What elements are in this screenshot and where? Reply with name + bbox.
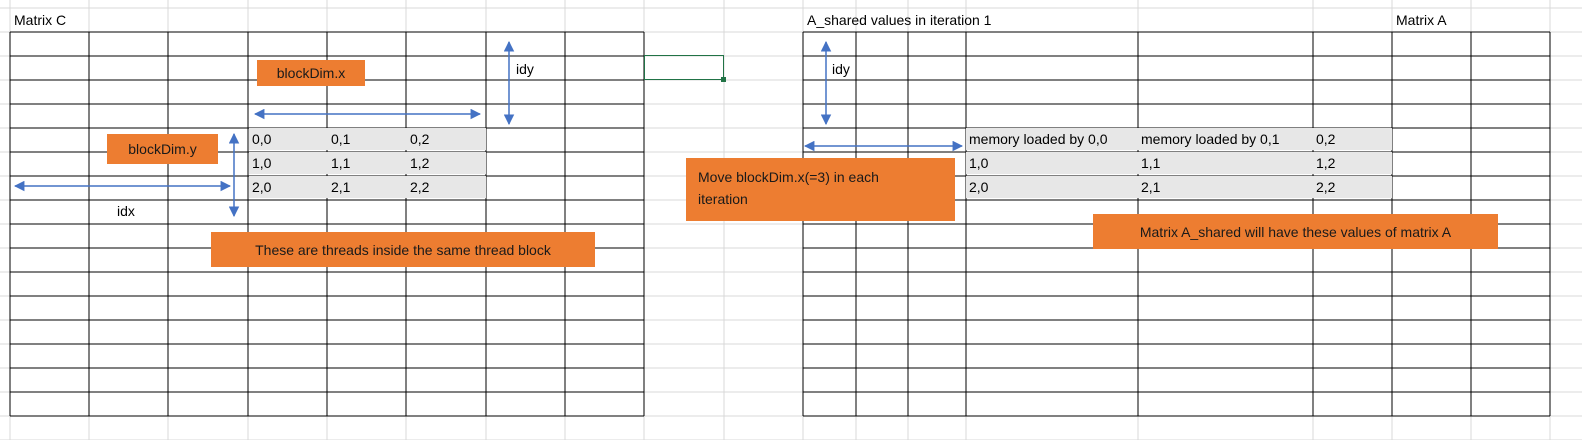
thread-cell[interactable]: 2,0 [249, 176, 328, 198]
callout-move-line-2: iteration [698, 191, 748, 207]
matrix-c-title: Matrix C [14, 12, 67, 28]
thread-cell[interactable]: 2,2 [407, 176, 486, 198]
shared-memory-cell[interactable]: memory loaded by 0,0 [966, 128, 1138, 150]
thread-cell[interactable]: 2,1 [328, 176, 407, 198]
callout-blockdim-x: blockDim.x [257, 60, 365, 86]
thread-cell[interactable]: 1,1 [328, 152, 407, 174]
shared-memory-cell[interactable]: 2,1 [1138, 176, 1313, 198]
shared-memory-cell[interactable]: 2,2 [1313, 176, 1392, 198]
arrows [13, 40, 964, 218]
callout-threads: These are threads inside the same thread… [211, 232, 595, 267]
shared-memory-cell[interactable]: 1,0 [966, 152, 1138, 174]
thread-cell[interactable]: 0,2 [407, 128, 486, 150]
idy-label-left: idy [516, 61, 534, 77]
idy-label-right: idy [832, 61, 850, 77]
callout-move-iteration: Move blockDim.x(=3) in each iteration [686, 158, 955, 221]
a-shared-title: A_shared values in iteration 1 [807, 12, 992, 28]
shared-memory-cell[interactable]: 1,1 [1138, 152, 1313, 174]
shared-memory-cell[interactable]: memory loaded by 0,1 [1138, 128, 1313, 150]
thread-cell[interactable]: 1,0 [249, 152, 328, 174]
idx-label: idx [117, 203, 135, 219]
thread-cell[interactable]: 0,0 [249, 128, 328, 150]
shared-memory-cell[interactable]: 2,0 [966, 176, 1138, 198]
callout-blockdim-y: blockDim.y [107, 134, 218, 164]
thread-cell[interactable]: 0,1 [328, 128, 407, 150]
callout-shared-values: Matrix A_shared will have these values o… [1093, 214, 1498, 249]
shared-memory-cell[interactable]: 1,2 [1313, 152, 1392, 174]
shared-memory-cell[interactable]: 0,2 [1313, 128, 1392, 150]
matrix-a-title: Matrix A [1396, 12, 1447, 28]
thread-cell[interactable]: 1,2 [407, 152, 486, 174]
fill-handle[interactable] [721, 77, 726, 82]
callout-move-line-1: Move blockDim.x(=3) in each [698, 169, 879, 185]
selected-cell[interactable] [644, 55, 726, 82]
